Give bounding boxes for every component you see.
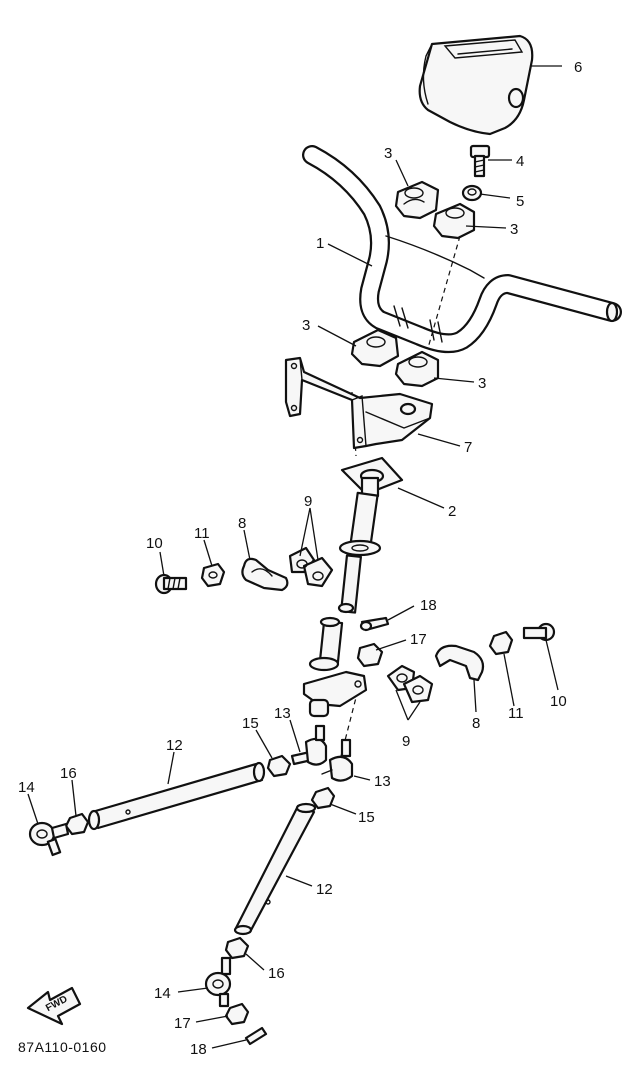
callout-14: 14 [18,779,35,796]
ball-joint-part [28,821,70,857]
callout-17: 17 [174,1015,191,1032]
cotter-pin-part [359,616,390,632]
callout-1: 1 [316,235,324,252]
tie-rod-part [233,802,317,936]
callout-8: 8 [238,515,246,532]
callout-14: 14 [154,985,171,1002]
clip-nut-part [200,562,226,588]
callout-11: 11 [194,525,210,542]
nut-part [356,642,384,668]
callout-11: 11 [508,705,524,722]
bolt-part [154,573,188,595]
nut-part [224,1002,250,1026]
callout-15: 15 [358,809,375,826]
callout-3: 3 [302,317,310,334]
locknut-part [224,936,250,960]
callout-7: 7 [464,439,472,456]
steering-shaft-lower-part [302,616,368,718]
bolt-part [469,144,491,178]
callout-9: 9 [402,733,410,750]
bushing-part [386,664,434,704]
leader-lines [27,65,562,1049]
bolt-part [522,622,556,642]
callout-4: 4 [516,153,524,170]
handlebar-holder-upper-right [432,202,476,240]
ball-joint-part [204,956,232,1008]
callout-5: 5 [516,193,524,210]
handlebar-part [302,145,622,354]
nut-part [266,754,292,778]
callout-16: 16 [268,965,285,982]
callout-15: 15 [242,715,259,732]
callout-6: 6 [574,59,582,76]
callout-13: 13 [374,773,391,790]
clip-nut-part [488,630,514,656]
callout-16: 16 [60,765,77,782]
callout-labels: 6 4 5 3 3 1 3 3 7 2 9 8 11 10 18 17 10 1… [18,59,582,1058]
callout-13: 13 [274,705,291,722]
callout-3: 3 [478,375,486,392]
handlebar-cover-part [418,34,534,136]
handlebar-holder-lower-right [394,350,440,388]
tie-rod-end-part [290,724,328,766]
steering-column-part [337,456,404,614]
tie-rod-part [87,761,266,831]
callout-18: 18 [190,1041,207,1058]
callout-12: 12 [166,737,183,754]
handlebar-holder-lower-left [350,328,400,368]
clamp-part [434,644,485,682]
tie-rod-end-part [321,738,354,782]
locknut-part [64,812,90,836]
handlebar-holder-upper-left [394,180,440,220]
clamp-part [241,557,289,592]
alignment-line [427,235,461,349]
nut-part [310,786,336,810]
callout-18: 18 [420,597,437,614]
callout-10: 10 [550,693,567,710]
washer-part [461,184,483,202]
cotter-pin-part [244,1026,268,1046]
callout-12: 12 [316,881,333,898]
bushing-part [288,546,334,588]
callout-3: 3 [384,145,392,162]
forward-arrow-icon: FWD [26,986,82,1026]
callout-3: 3 [510,221,518,238]
callout-10: 10 [146,535,163,552]
callout-8: 8 [472,715,480,732]
callout-9: 9 [304,493,312,510]
callout-17: 17 [410,631,427,648]
diagram-code: 87A110-0160 [18,1039,107,1055]
handlebar-bracket-part [284,356,434,450]
callout-2: 2 [448,503,456,520]
